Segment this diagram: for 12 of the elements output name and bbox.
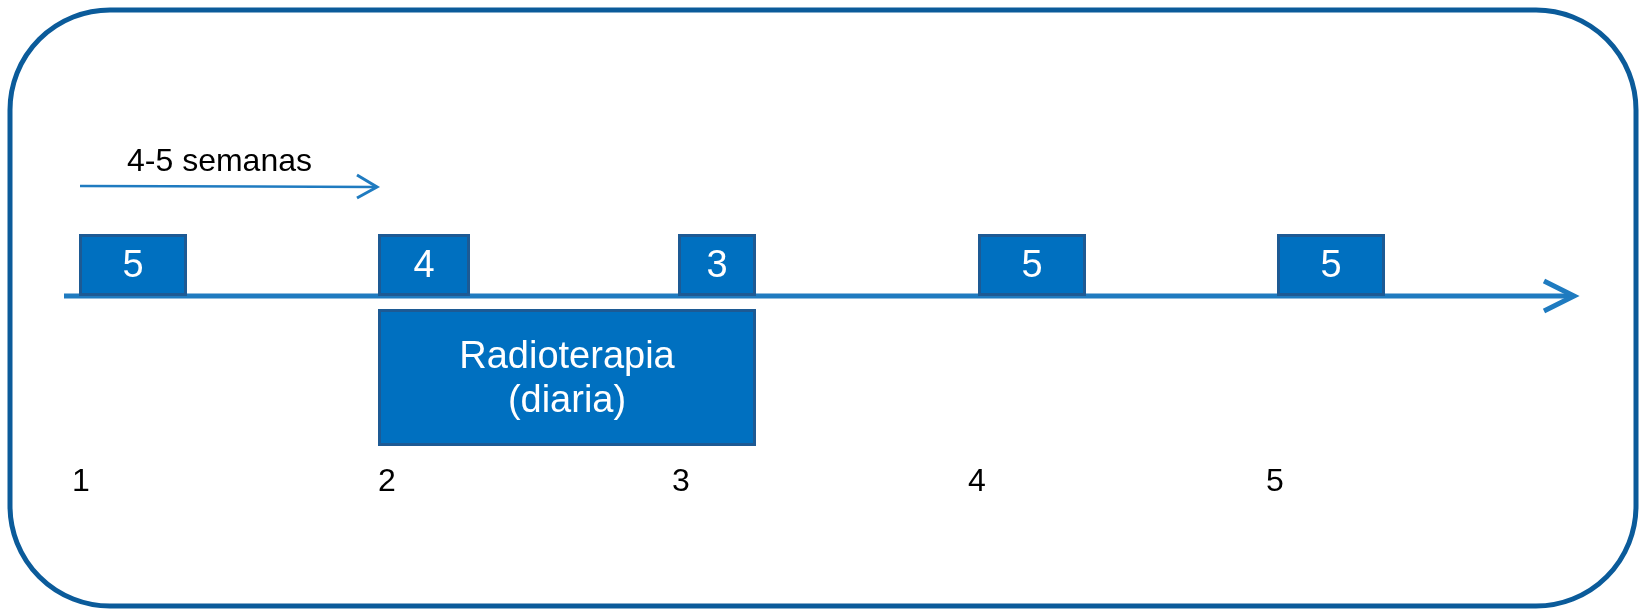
cycle-box: 4 [378, 234, 470, 296]
duration-label: 4-5 semanas [127, 142, 312, 179]
timeline-number: 4 [968, 462, 986, 499]
timeline-number: 2 [378, 462, 396, 499]
cycle-box: 5 [978, 234, 1086, 296]
timeline-number: 5 [1266, 462, 1284, 499]
cycle-box: 3 [678, 234, 756, 296]
timeline-number: 3 [672, 462, 690, 499]
cycle-box: 5 [79, 234, 187, 296]
timeline-number: 1 [72, 462, 90, 499]
cycle-box: 5 [1277, 234, 1385, 296]
therapy-box: Radioterapia (diaria) [378, 309, 756, 446]
